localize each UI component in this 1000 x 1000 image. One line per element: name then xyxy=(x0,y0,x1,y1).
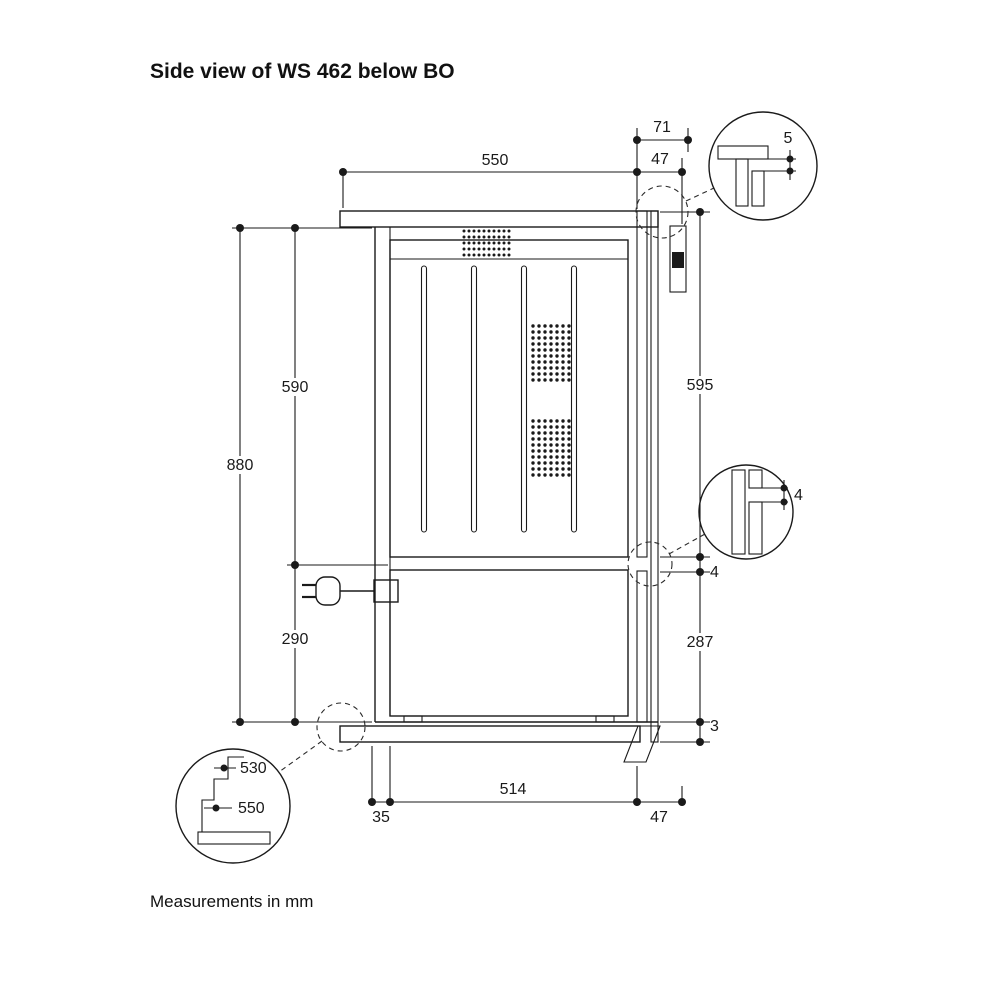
page-title: Side view of WS 462 below BO xyxy=(150,60,455,83)
panel-bottom-break xyxy=(623,725,661,763)
wall-strip xyxy=(669,225,687,293)
dim-bottom-back-offset: 35 xyxy=(368,798,390,826)
oven-door-panel xyxy=(636,210,648,558)
power-plug xyxy=(302,576,399,606)
dim-top-right-outer: 71 xyxy=(633,119,692,144)
side-panel-strip xyxy=(650,210,659,743)
dim-595-label: 595 xyxy=(687,377,714,394)
detail-view-middle: 4 xyxy=(698,464,803,560)
dim-top-right-inner: 47 xyxy=(637,151,686,176)
detail-view-top: 5 xyxy=(708,111,818,221)
dim-5-label: 5 xyxy=(784,130,793,147)
dim-47-top-label: 47 xyxy=(651,151,669,168)
detail-marker-middle xyxy=(627,541,673,587)
dim-bottom-depth: 514 xyxy=(386,781,641,806)
dim-total-height: 880 xyxy=(221,224,259,726)
dim-3-label: 3 xyxy=(710,718,719,735)
furniture-side-panel xyxy=(636,210,687,743)
dim-upper-niche: 590 xyxy=(276,224,314,569)
perforation-grid-lower xyxy=(531,419,571,477)
dim-530-label: 530 xyxy=(240,760,267,777)
cord-connector xyxy=(373,579,399,603)
detail-view-bottom: 530 550 xyxy=(175,748,291,864)
dim-290-label: 290 xyxy=(282,631,309,648)
vent-grid xyxy=(462,229,511,257)
dim-550-detail-label: 550 xyxy=(238,800,265,817)
door-grooves xyxy=(420,265,578,533)
detail-markers xyxy=(278,185,715,773)
warming-drawer-unit xyxy=(389,569,629,723)
measurements-note: Measurements in mm xyxy=(150,892,314,911)
dim-top-width-label: 550 xyxy=(482,152,509,169)
cabinet-frame xyxy=(374,227,658,723)
dim-4-label: 4 xyxy=(710,564,719,581)
dim-71-label: 71 xyxy=(653,119,671,136)
dim-47-bottom-label: 47 xyxy=(650,809,668,826)
dim-287-label: 287 xyxy=(687,634,714,651)
dim-35-label: 35 xyxy=(372,809,390,826)
dim-514-label: 514 xyxy=(500,781,527,798)
countertop xyxy=(339,210,659,228)
dim-right-lower: 287 xyxy=(681,572,719,726)
dim-lower-niche: 290 xyxy=(276,565,314,726)
detail-marker-bottom xyxy=(316,702,366,752)
plug-body xyxy=(315,576,341,606)
drawer-front-panel xyxy=(636,570,648,723)
plinth xyxy=(339,725,661,763)
drawer-foot-left xyxy=(403,715,423,723)
detail-marker-top xyxy=(635,185,689,239)
oven-unit xyxy=(389,229,629,558)
dim-right-upper: 595 xyxy=(681,208,719,561)
drawer-foot-right xyxy=(595,715,615,723)
plinth-bar xyxy=(339,725,641,743)
dim-880-label: 880 xyxy=(227,457,254,474)
perforation-grid-upper xyxy=(531,324,571,382)
dim-590-label: 590 xyxy=(282,379,309,396)
dim-top-width: 550 xyxy=(339,152,641,176)
dim-bottom-front-depth: 47 xyxy=(637,798,686,826)
dim-bottom-clearance: 3 xyxy=(696,718,719,746)
dim-4-detail-label: 4 xyxy=(794,487,803,504)
wall-strip-block xyxy=(672,252,684,268)
